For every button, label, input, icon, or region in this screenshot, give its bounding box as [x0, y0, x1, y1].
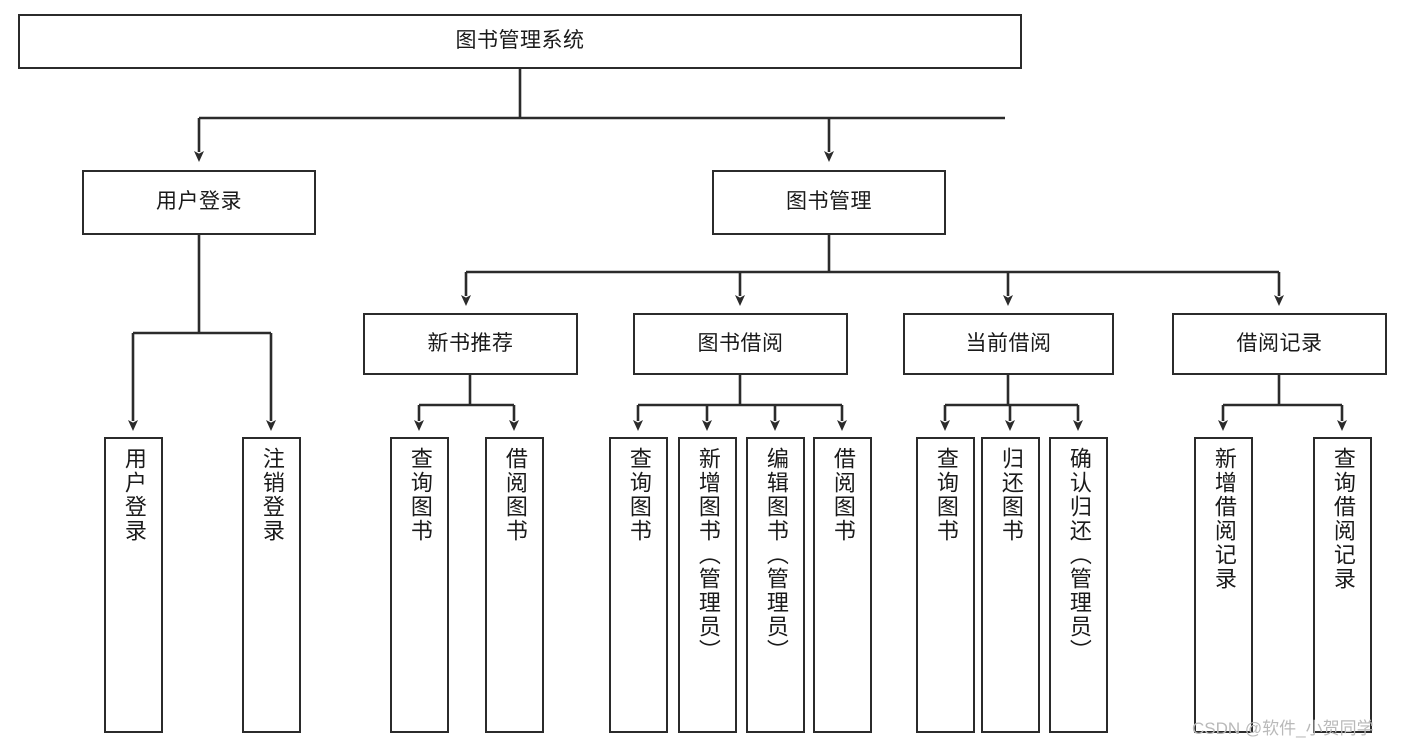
leaf-current-borrow-confirm-return[interactable]: 确认归还（管理员）	[1049, 437, 1108, 733]
leaf-borrow-record-add[interactable]: 新增借阅记录	[1194, 437, 1253, 733]
leaf-book-borrow-edit[interactable]: 编辑图书（管理员）	[746, 437, 805, 733]
leaf-user-login-login[interactable]: 用户登录	[104, 437, 163, 733]
node-user-login[interactable]: 用户登录	[82, 170, 316, 235]
node-label: 借阅图书	[830, 447, 856, 543]
leaf-user-login-logout[interactable]: 注销登录	[242, 437, 301, 733]
leaf-new-book-query[interactable]: 查询图书	[390, 437, 449, 733]
node-label: 查询图书	[407, 447, 433, 543]
node-book-management[interactable]: 图书管理	[712, 170, 946, 235]
node-label: 注销登录	[259, 447, 285, 543]
node-label: 当前借阅	[965, 331, 1052, 355]
leaf-current-borrow-query[interactable]: 查询图书	[916, 437, 975, 733]
leaf-borrow-record-query[interactable]: 查询借阅记录	[1313, 437, 1372, 733]
node-label: 查询图书	[626, 447, 652, 543]
node-label: 查询图书	[933, 447, 959, 543]
node-label: 用户登录	[121, 447, 147, 543]
node-label: 确认归还（管理员）	[1066, 447, 1092, 663]
watermark-text: CSDN @软件_小贺同学	[1192, 719, 1374, 738]
leaf-book-borrow-add[interactable]: 新增图书（管理员）	[678, 437, 737, 733]
node-label: 借阅图书	[502, 447, 528, 543]
node-label: 归还图书	[998, 447, 1024, 543]
node-label: 查询借阅记录	[1330, 447, 1356, 591]
node-current-borrow[interactable]: 当前借阅	[903, 313, 1114, 375]
leaf-book-borrow-query[interactable]: 查询图书	[609, 437, 668, 733]
node-label: 用户登录	[156, 190, 242, 214]
leaf-book-borrow-borrow[interactable]: 借阅图书	[813, 437, 872, 733]
node-label: 图书管理系统	[455, 29, 585, 53]
node-new-book-recommend[interactable]: 新书推荐	[363, 313, 578, 375]
node-label: 新增图书（管理员）	[695, 447, 721, 663]
node-label: 编辑图书（管理员）	[763, 447, 789, 663]
node-label: 新增借阅记录	[1211, 447, 1237, 591]
node-book-borrow[interactable]: 图书借阅	[633, 313, 848, 375]
leaf-current-borrow-return[interactable]: 归还图书	[981, 437, 1040, 733]
node-label: 借阅记录	[1236, 331, 1323, 355]
node-borrow-record[interactable]: 借阅记录	[1172, 313, 1387, 375]
node-label: 图书借阅	[697, 331, 784, 355]
leaf-new-book-borrow[interactable]: 借阅图书	[485, 437, 544, 733]
node-label: 图书管理	[786, 190, 872, 214]
node-label: 新书推荐	[427, 331, 514, 355]
node-root-system[interactable]: 图书管理系统	[18, 14, 1022, 69]
